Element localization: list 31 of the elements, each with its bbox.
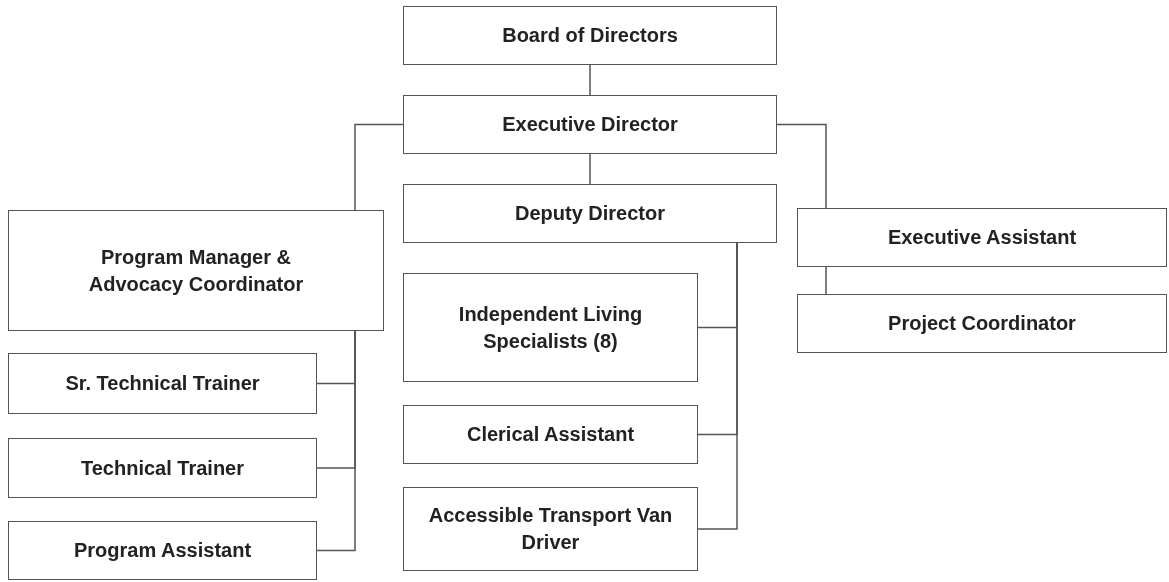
- connector-line: [776, 123, 827, 209]
- connector-line: [354, 123, 404, 211]
- position-title: Independent Living Specialists (8): [457, 301, 644, 354]
- position-title: Project Coordinator: [888, 311, 1076, 336]
- position-title: Sr. Technical Trainer: [65, 371, 260, 396]
- position-title: Executive Assistant: [887, 225, 1077, 250]
- position-title: Deputy Director: [515, 201, 665, 226]
- connector-line: [589, 153, 591, 185]
- position-box: [8, 353, 317, 414]
- position-box: [797, 294, 1167, 353]
- position-title: Clerical Assistant: [466, 422, 635, 447]
- position-box: [403, 487, 698, 571]
- connector-line: [589, 64, 591, 96]
- position-box: [403, 95, 777, 154]
- position-box: [8, 521, 317, 580]
- position-box: [403, 6, 777, 65]
- position-title: Program Manager & Advocacy Coordinator: [87, 244, 305, 297]
- position-box: [8, 438, 317, 498]
- position-box: [8, 210, 384, 331]
- position-title: Program Assistant: [73, 538, 252, 563]
- position-box: [403, 405, 698, 464]
- connector-line: [316, 330, 356, 552]
- connector-line: [825, 266, 827, 295]
- position-title: Technical Trainer: [81, 455, 244, 481]
- position-box: [797, 208, 1167, 267]
- position-box: [403, 273, 698, 382]
- position-box: [403, 184, 777, 243]
- position-title: Executive Director: [502, 112, 678, 137]
- position-title: Board of Directors: [502, 23, 678, 48]
- connector-line: [697, 242, 738, 530]
- position-title: Accessible Transport Van Driver: [427, 503, 674, 555]
